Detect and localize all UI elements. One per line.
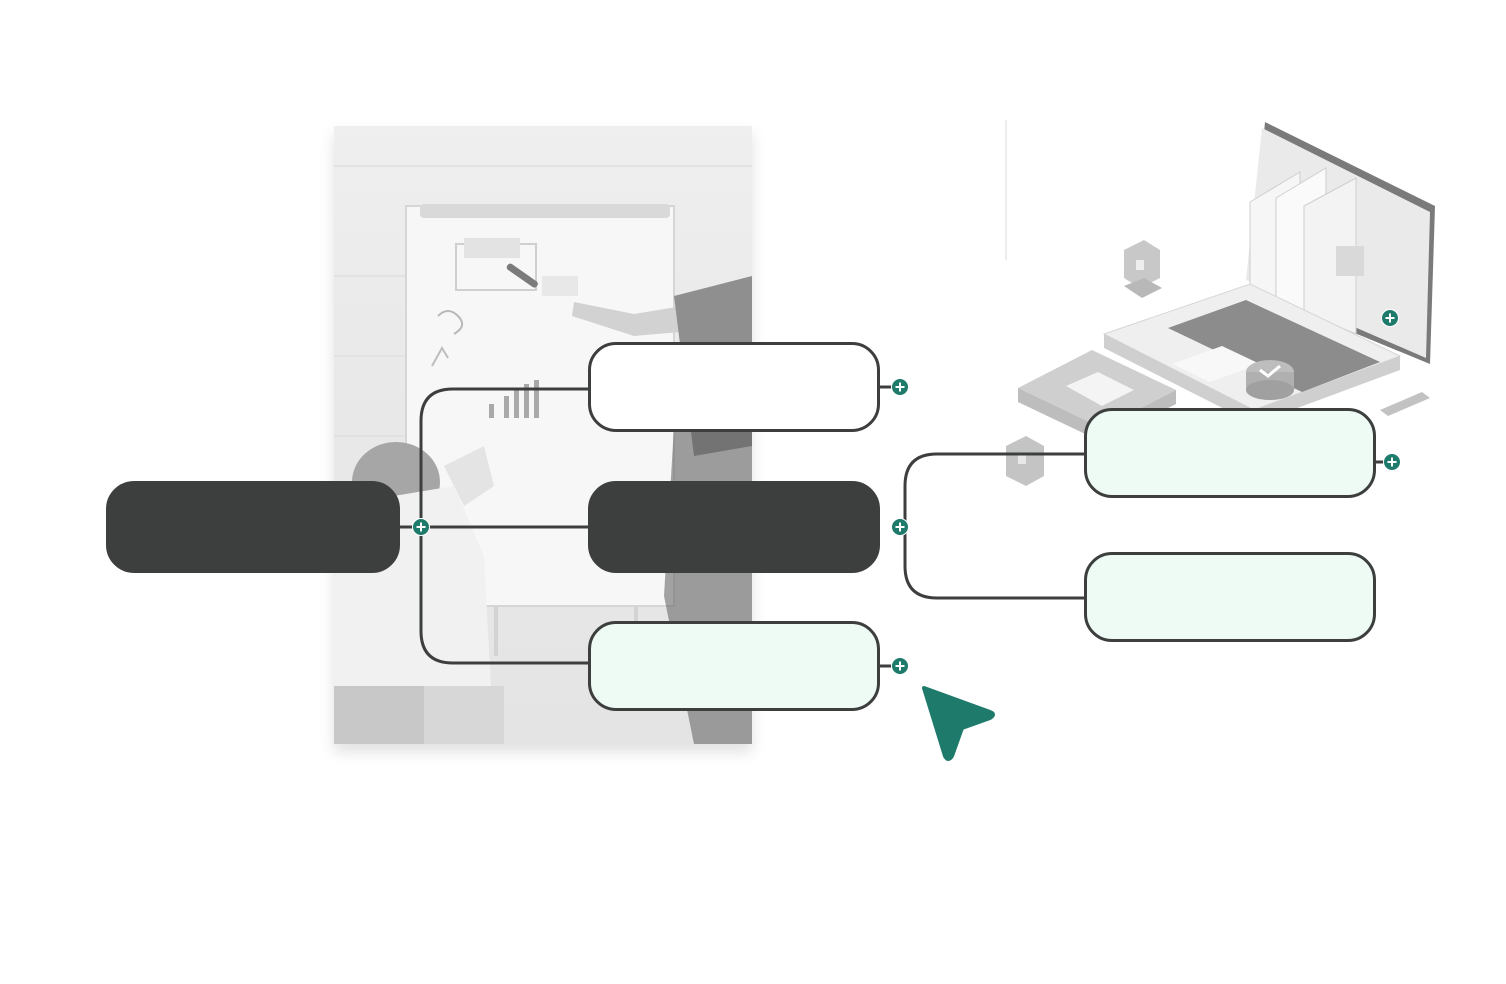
connector-middle-to-leaf-bottom [903, 527, 1086, 600]
leaf-node-bottom[interactable] [1084, 552, 1376, 642]
leaf-node-top[interactable] [1084, 408, 1376, 498]
add-child-leaf-top-icon[interactable] [1383, 453, 1401, 471]
root-node[interactable] [106, 481, 400, 573]
branch-node-middle[interactable] [588, 481, 880, 573]
connector-middle-to-leaf-top [900, 452, 1086, 529]
connector-root-to-top [419, 387, 590, 527]
laptop-books-illustration [1005, 120, 1435, 486]
branch-node-bottom[interactable] [588, 621, 880, 711]
connector-root-to-bottom [419, 527, 590, 665]
add-child-top-icon[interactable] [891, 378, 909, 396]
add-child-root-icon[interactable] [412, 518, 430, 536]
branch-node-top[interactable] [588, 342, 880, 432]
add-child-middle-icon[interactable] [891, 518, 909, 536]
add-child-laptop-icon[interactable] [1381, 309, 1399, 327]
cursor-arrow-icon [922, 686, 995, 761]
add-child-bottom-icon[interactable] [891, 657, 909, 675]
